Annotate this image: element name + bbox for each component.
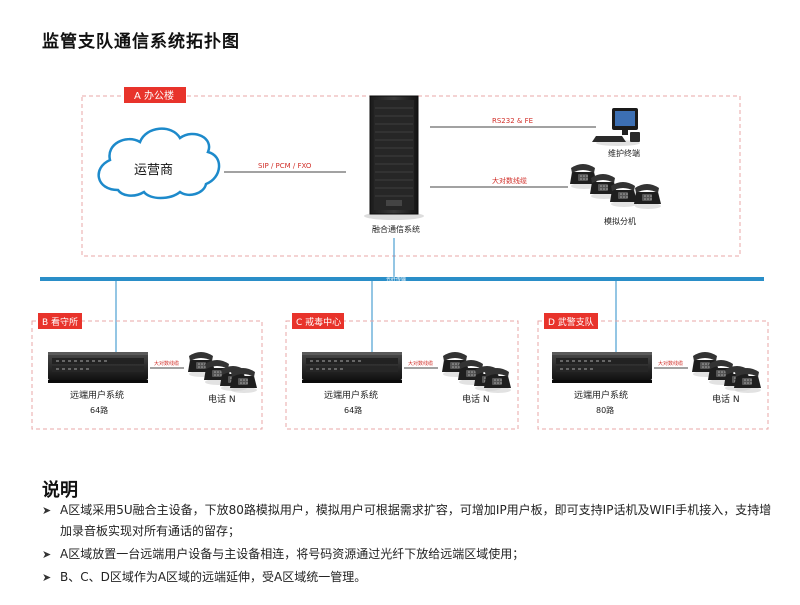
analog-label: 模拟分机 (604, 216, 636, 226)
zone-d-link-label: 大对数线缆 (658, 360, 683, 367)
zone-d-phones-icon (692, 352, 761, 393)
zone-b-phones-icon (188, 352, 257, 393)
zone-d-capacity: 80路 (596, 405, 614, 415)
topology-diagram: A 办公楼 运营商 SIP / PCM / FXO 融合通信系统 RS232 &… (31, 87, 769, 430)
carrier-cloud (97, 127, 221, 200)
zone-b-phone-label: 电话 N (208, 393, 236, 405)
page-title: 监管支队通信系统拓扑图 (42, 32, 240, 52)
notes-heading: 说明 (42, 480, 78, 501)
maintenance-label: 维护终端 (608, 148, 640, 158)
zone-a-label: A 办公楼 (134, 89, 174, 102)
arrow-icon: ➤ (42, 504, 52, 517)
link-core-analog-label: 大对数线缆 (492, 176, 527, 185)
note-text: A区域采用5U融合主设备，下放80路模拟用户，模拟用户可根据需求扩容，可增加IP… (60, 503, 772, 538)
note-text: B、C、D区域作为A区域的远端延伸，受A区域统一管理。 (60, 570, 367, 584)
fiber-backbone (40, 277, 764, 281)
zone-d-phone-label: 电话 N (712, 393, 740, 405)
note-item: ➤ B、C、D区域作为A区域的远端延伸，受A区域统一管理。 (42, 567, 772, 588)
maintenance-terminal-icon (592, 108, 640, 146)
note-text: A区域放置一台远端用户设备与主设备相连，将号码资源通过光纤下放给远端区域使用； (60, 547, 525, 561)
zone-b-link-label: 大对数线缆 (154, 360, 179, 367)
zone-d-frame (537, 320, 769, 430)
core-label: 融合通信系统 (372, 224, 420, 234)
carrier-label: 运营商 (134, 163, 173, 178)
zone-a-tag (124, 87, 186, 103)
zone-c-phones-icon (442, 352, 511, 393)
zone-b-tag (38, 313, 82, 329)
zone-d-label: D 武警支队 (548, 316, 594, 328)
zone-c-label: C 戒毒中心 (296, 316, 341, 328)
note-item: ➤ A区域采用5U融合主设备，下放80路模拟用户，模拟用户可根据需求扩容，可增加… (42, 500, 772, 542)
notes-list: ➤ A区域采用5U融合主设备，下放80路模拟用户，模拟用户可根据需求扩容，可增加… (42, 500, 772, 590)
fiber-label: 光纤传输 (386, 276, 406, 283)
link-core-maint-label: RS232 & FE (492, 117, 533, 125)
analog-phones-icon (570, 164, 661, 209)
zone-c-capacity: 64路 (344, 405, 362, 415)
zone-c-device-label: 远端用户系统 (324, 389, 378, 401)
zone-c-remote-device (302, 352, 402, 383)
zone-b-label: B 看守所 (42, 316, 78, 328)
arrow-icon: ➤ (42, 571, 52, 584)
zone-c-tag (292, 313, 344, 329)
zone-b-capacity: 64路 (90, 405, 108, 415)
zone-d-device-label: 远端用户系统 (574, 389, 628, 401)
zone-c-frame (285, 320, 519, 430)
link-carrier-core-label: SIP / PCM / FXO (258, 162, 312, 170)
zone-b-device-label: 远端用户系统 (70, 389, 124, 401)
zone-b-frame (31, 320, 263, 430)
zone-c-phone-label: 电话 N (462, 393, 490, 405)
note-item: ➤ A区域放置一台远端用户设备与主设备相连，将号码资源通过光纤下放给远端区域使用… (42, 544, 772, 565)
zone-d-remote-device (552, 352, 652, 383)
zone-c-link-label: 大对数线缆 (408, 360, 433, 367)
zone-d-tag (544, 313, 598, 329)
zone-b-remote-device (48, 352, 148, 383)
core-rack (364, 95, 424, 220)
arrow-icon: ➤ (42, 548, 52, 561)
